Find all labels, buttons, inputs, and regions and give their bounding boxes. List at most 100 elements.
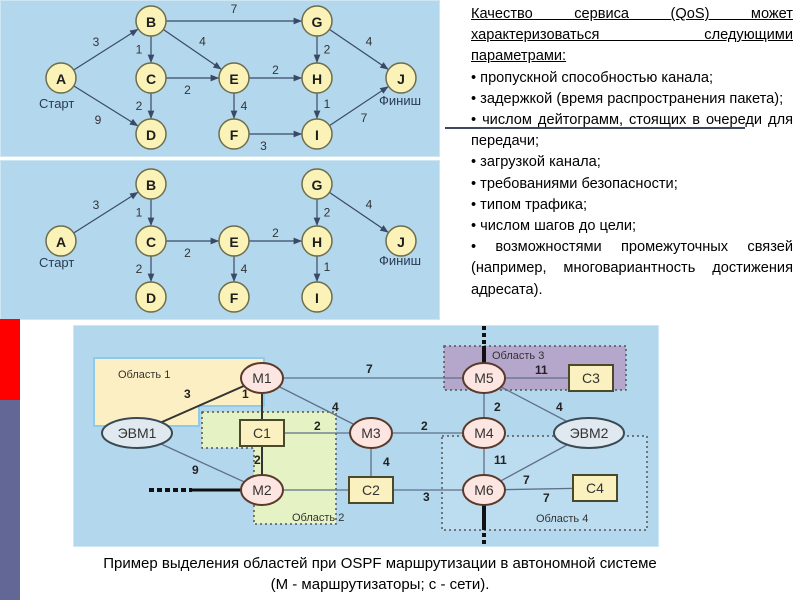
caption-line-2: (М - маршрутизаторы; с - сети). xyxy=(270,576,490,593)
router-M2: M2 xyxy=(240,474,284,506)
node-I: I xyxy=(301,281,333,313)
edge-B-C: 1 xyxy=(136,36,155,63)
qos-item: • числом дейтограмм, стоящих в очереди д… xyxy=(471,112,793,150)
node-label: M2 xyxy=(252,482,272,498)
node-A: A xyxy=(45,62,77,94)
qos-item: • типом трафика; xyxy=(471,196,588,213)
node-J: J xyxy=(385,225,417,257)
qos-item: • числом шагов до цели; xyxy=(471,218,637,235)
node-label: C1 xyxy=(253,425,271,441)
node-label: M5 xyxy=(474,370,494,386)
node-label: A xyxy=(56,234,66,250)
ospf-svg: Область 1 Область 2 Область 3 Область 4 … xyxy=(93,326,648,546)
node-label: H xyxy=(312,234,322,250)
link-weight: 3 xyxy=(184,387,191,401)
edge-E-H: 2 xyxy=(249,63,302,82)
edge-C-E: 2 xyxy=(166,74,219,97)
edge-B-G: 7 xyxy=(166,2,302,25)
link-weight: 11 xyxy=(494,453,507,467)
qos-item: • пропускной способностью канала; xyxy=(471,69,714,86)
edge-weight: 3 xyxy=(93,35,100,49)
node-H: H xyxy=(301,62,333,94)
node-label: C2 xyxy=(362,482,380,498)
link-weight: 2 xyxy=(314,419,321,433)
qos-title-line-3: параметрами: xyxy=(471,48,567,65)
router-M4: M4 xyxy=(462,417,506,449)
divider-line xyxy=(445,127,745,129)
edge-weight: 9 xyxy=(95,113,102,127)
finish-label: Финиш xyxy=(379,93,421,108)
node-label: D xyxy=(146,290,156,306)
edge-G-H: 2 xyxy=(313,199,331,226)
edge-weight: 3 xyxy=(93,198,100,212)
node-label: E xyxy=(229,71,238,87)
area-2-label: Область 2 xyxy=(292,512,344,524)
node-label: B xyxy=(146,14,156,30)
edge-E-F: 4 xyxy=(230,93,248,119)
link-weight: 7 xyxy=(543,491,550,505)
node-E: E xyxy=(218,225,250,257)
node-label: I xyxy=(315,127,319,143)
node-label: B xyxy=(146,177,156,193)
node-label: A xyxy=(56,71,66,87)
node-label: E xyxy=(229,234,238,250)
edge-E-F: 4 xyxy=(230,256,248,282)
edge-C-D: 2 xyxy=(136,256,155,282)
qos-item: • требованиями безопасности; xyxy=(471,175,678,192)
router-M3: M3 xyxy=(349,417,393,449)
node-label: M3 xyxy=(361,425,381,441)
node-label: C3 xyxy=(582,370,600,386)
node-B: B xyxy=(135,168,167,200)
edge-B-E: 4 xyxy=(163,28,222,71)
qos-list: • пропускной способностью канала;• задер… xyxy=(471,68,793,301)
edge-weight: 1 xyxy=(136,43,143,57)
node-label: M6 xyxy=(474,482,494,498)
node-label: C4 xyxy=(586,480,604,496)
qos-title-line-1: Качество сервиса (QoS) может xyxy=(471,6,793,22)
edge-weight: 2 xyxy=(324,206,331,220)
qos-item: • загрузкой канала; xyxy=(471,154,601,171)
router-M6: M6 xyxy=(462,474,506,506)
node-label: ЭВМ1 xyxy=(118,425,157,441)
area-4-label: Область 4 xyxy=(536,513,588,525)
edge-G-H: 2 xyxy=(313,36,331,63)
edge-weight: 4 xyxy=(241,99,248,113)
edge-A-B: 3 xyxy=(73,28,139,71)
host-ЭВМ1: ЭВМ1 xyxy=(101,417,173,449)
area-1-label: Область 1 xyxy=(118,369,170,381)
edge-weight: 4 xyxy=(366,35,373,49)
edge-weight: 2 xyxy=(324,43,331,57)
node-G: G xyxy=(301,168,333,200)
node-C: C xyxy=(135,225,167,257)
link-weight: 4 xyxy=(383,455,390,469)
edge-weight: 2 xyxy=(136,262,143,276)
node-label: M4 xyxy=(474,425,494,441)
link-weight: 3 xyxy=(423,490,430,504)
node-label: C xyxy=(146,71,156,87)
edge-weight: 7 xyxy=(361,111,368,125)
link-weight: 4 xyxy=(332,400,339,414)
node-label: I xyxy=(315,290,319,306)
node-label: G xyxy=(312,177,323,193)
edge-C-E: 2 xyxy=(166,237,219,260)
edge-E-H: 2 xyxy=(249,226,302,245)
edge-weight: 1 xyxy=(324,97,331,111)
node-B: B xyxy=(135,5,167,37)
caption-line-1: Пример выделения областей при OSPF маршр… xyxy=(103,555,657,572)
edge-weight: 2 xyxy=(272,226,279,240)
router-M5: M5 xyxy=(462,362,506,394)
area-2 xyxy=(201,411,337,525)
link-weight: 4 xyxy=(556,400,563,414)
edge-I-J: 7 xyxy=(329,85,389,127)
link-weight: 2 xyxy=(421,419,428,433)
node-E: E xyxy=(218,62,250,94)
finish-label: Финиш xyxy=(379,253,421,268)
node-F: F xyxy=(218,118,250,150)
node-C: C xyxy=(135,62,167,94)
node-G: G xyxy=(301,5,333,37)
host-ЭВМ2: ЭВМ2 xyxy=(553,417,625,449)
node-label: F xyxy=(230,127,239,143)
node-label: J xyxy=(397,234,405,250)
